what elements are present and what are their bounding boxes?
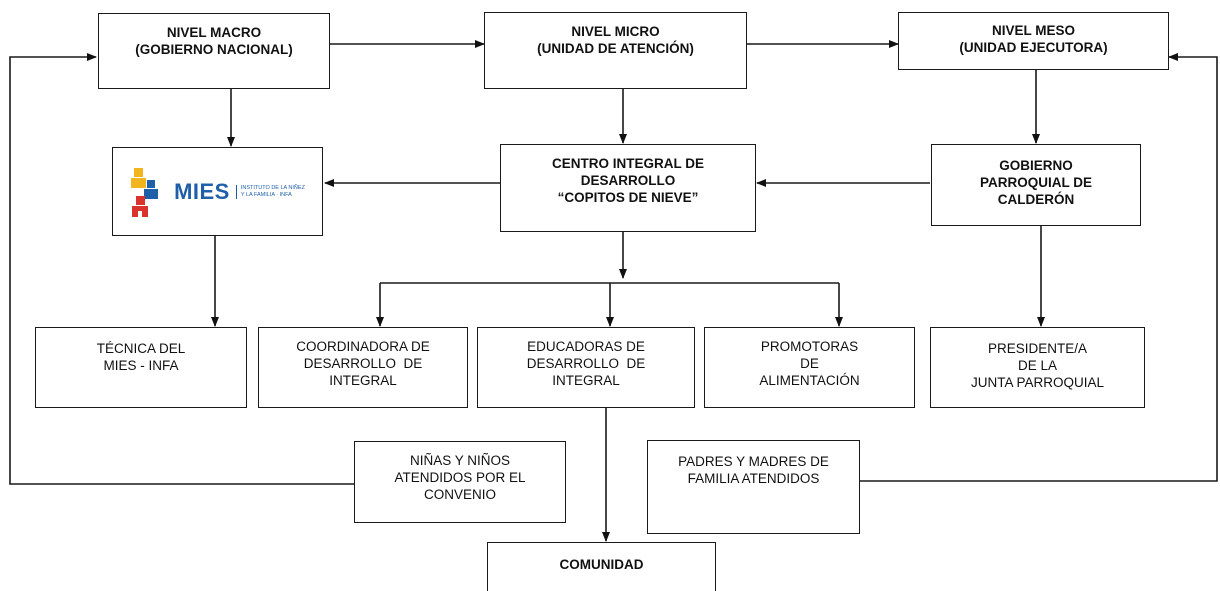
box-centro-integral: CENTRO INTEGRAL DE DESARROLLO “COPITOS D… (500, 144, 756, 232)
label-line: (GOBIERNO NACIONAL) (135, 42, 293, 57)
label-line: NIVEL MICRO (571, 24, 660, 39)
box-nivel-macro: NIVEL MACRO (GOBIERNO NACIONAL) (98, 13, 330, 89)
box-educadoras: EDUCADORAS DE DESARROLLO DE INTEGRAL (477, 327, 695, 408)
loop-ninos-to-macro (9, 53, 354, 485)
label-line: COMUNIDAD (559, 557, 644, 572)
loop-padres-to-meso (860, 53, 1218, 482)
label-line: GOBIERNO (999, 158, 1073, 173)
label-line: CENTRO INTEGRAL DE (551, 156, 704, 171)
mies-logo: MIES INSTITUTO DE LA NIÑEZ Y LA FAMILIA … (130, 148, 305, 235)
box-tecnica-mies: TÉCNICA DEL MIES - INFA (35, 327, 247, 408)
label-line: JUNTA PARROQUIAL (970, 375, 1105, 390)
label-line: DESARROLLO (580, 173, 676, 188)
label-line: DE (800, 356, 819, 371)
label-line: PROMOTORAS (760, 339, 859, 354)
label-line: INTEGRAL (552, 373, 620, 388)
box-comunidad: COMUNIDAD (487, 542, 716, 591)
mies-people-icon (131, 167, 159, 217)
label-line: INTEGRAL (329, 373, 397, 388)
label-line: ATENDIDOS POR EL (394, 470, 526, 485)
label-line: EDUCADORAS DE (527, 339, 645, 354)
box-nivel-meso: NIVEL MESO (UNIDAD EJECUTORA) (898, 12, 1169, 70)
label-line: CONVENIO (423, 487, 496, 502)
label-line: DESARROLLO DE (526, 356, 646, 371)
label-line: PADRES Y MADRES DE (678, 454, 829, 469)
mies-subtitle: INSTITUTO DE LA NIÑEZ Y LA FAMILIA · INF… (235, 184, 305, 199)
box-gobierno-parroquial: GOBIERNO PARROQUIAL DE CALDERÓN (931, 144, 1141, 226)
label-line: (UNIDAD EJECUTORA) (959, 40, 1108, 55)
label-line: PARROQUIAL DE (979, 175, 1092, 190)
label-line: (UNIDAD DE ATENCIÓN) (537, 41, 694, 56)
box-mies-logo: MIES INSTITUTO DE LA NIÑEZ Y LA FAMILIA … (112, 147, 323, 236)
mies-subtitle-line: Y LA FAMILIA · INFA (240, 191, 292, 198)
box-promotoras: PROMOTORAS DE ALIMENTACIÓN (704, 327, 915, 408)
label-line: NIVEL MESO (991, 23, 1076, 38)
label-line: TÉCNICA DEL (96, 341, 186, 356)
mies-wordmark: MIES (174, 178, 230, 204)
box-coordinadora: COORDINADORA DE DESARROLLO DE INTEGRAL (258, 327, 468, 408)
label-line: NIVEL MACRO (166, 25, 262, 40)
box-nivel-micro: NIVEL MICRO (UNIDAD DE ATENCIÓN) (484, 12, 747, 89)
label-line: ALIMENTACIÓN (759, 373, 860, 388)
box-presidente: PRESIDENTE/A DE LA JUNTA PARROQUIAL (930, 327, 1145, 408)
label-line: PRESIDENTE/A (987, 341, 1088, 356)
mies-subtitle-line: INSTITUTO DE LA NIÑEZ (240, 184, 305, 191)
label-line: NIÑAS Y NIÑOS (409, 453, 511, 468)
label-line: DESARROLLO DE (303, 356, 423, 371)
box-ninos-atendidos: NIÑAS Y NIÑOS ATENDIDOS POR EL CONVENIO (354, 441, 566, 523)
label-line: FAMILIA ATENDIDOS (687, 471, 820, 486)
label-line: CALDERÓN (997, 192, 1075, 207)
box-padres-madres: PADRES Y MADRES DE FAMILIA ATENDIDOS (647, 440, 860, 534)
label-line: DE LA (1017, 358, 1058, 373)
label-line: COORDINADORA DE (296, 339, 430, 354)
label-line: MIES - INFA (103, 358, 179, 373)
label-line: “COPITOS DE NIEVE” (557, 190, 699, 205)
